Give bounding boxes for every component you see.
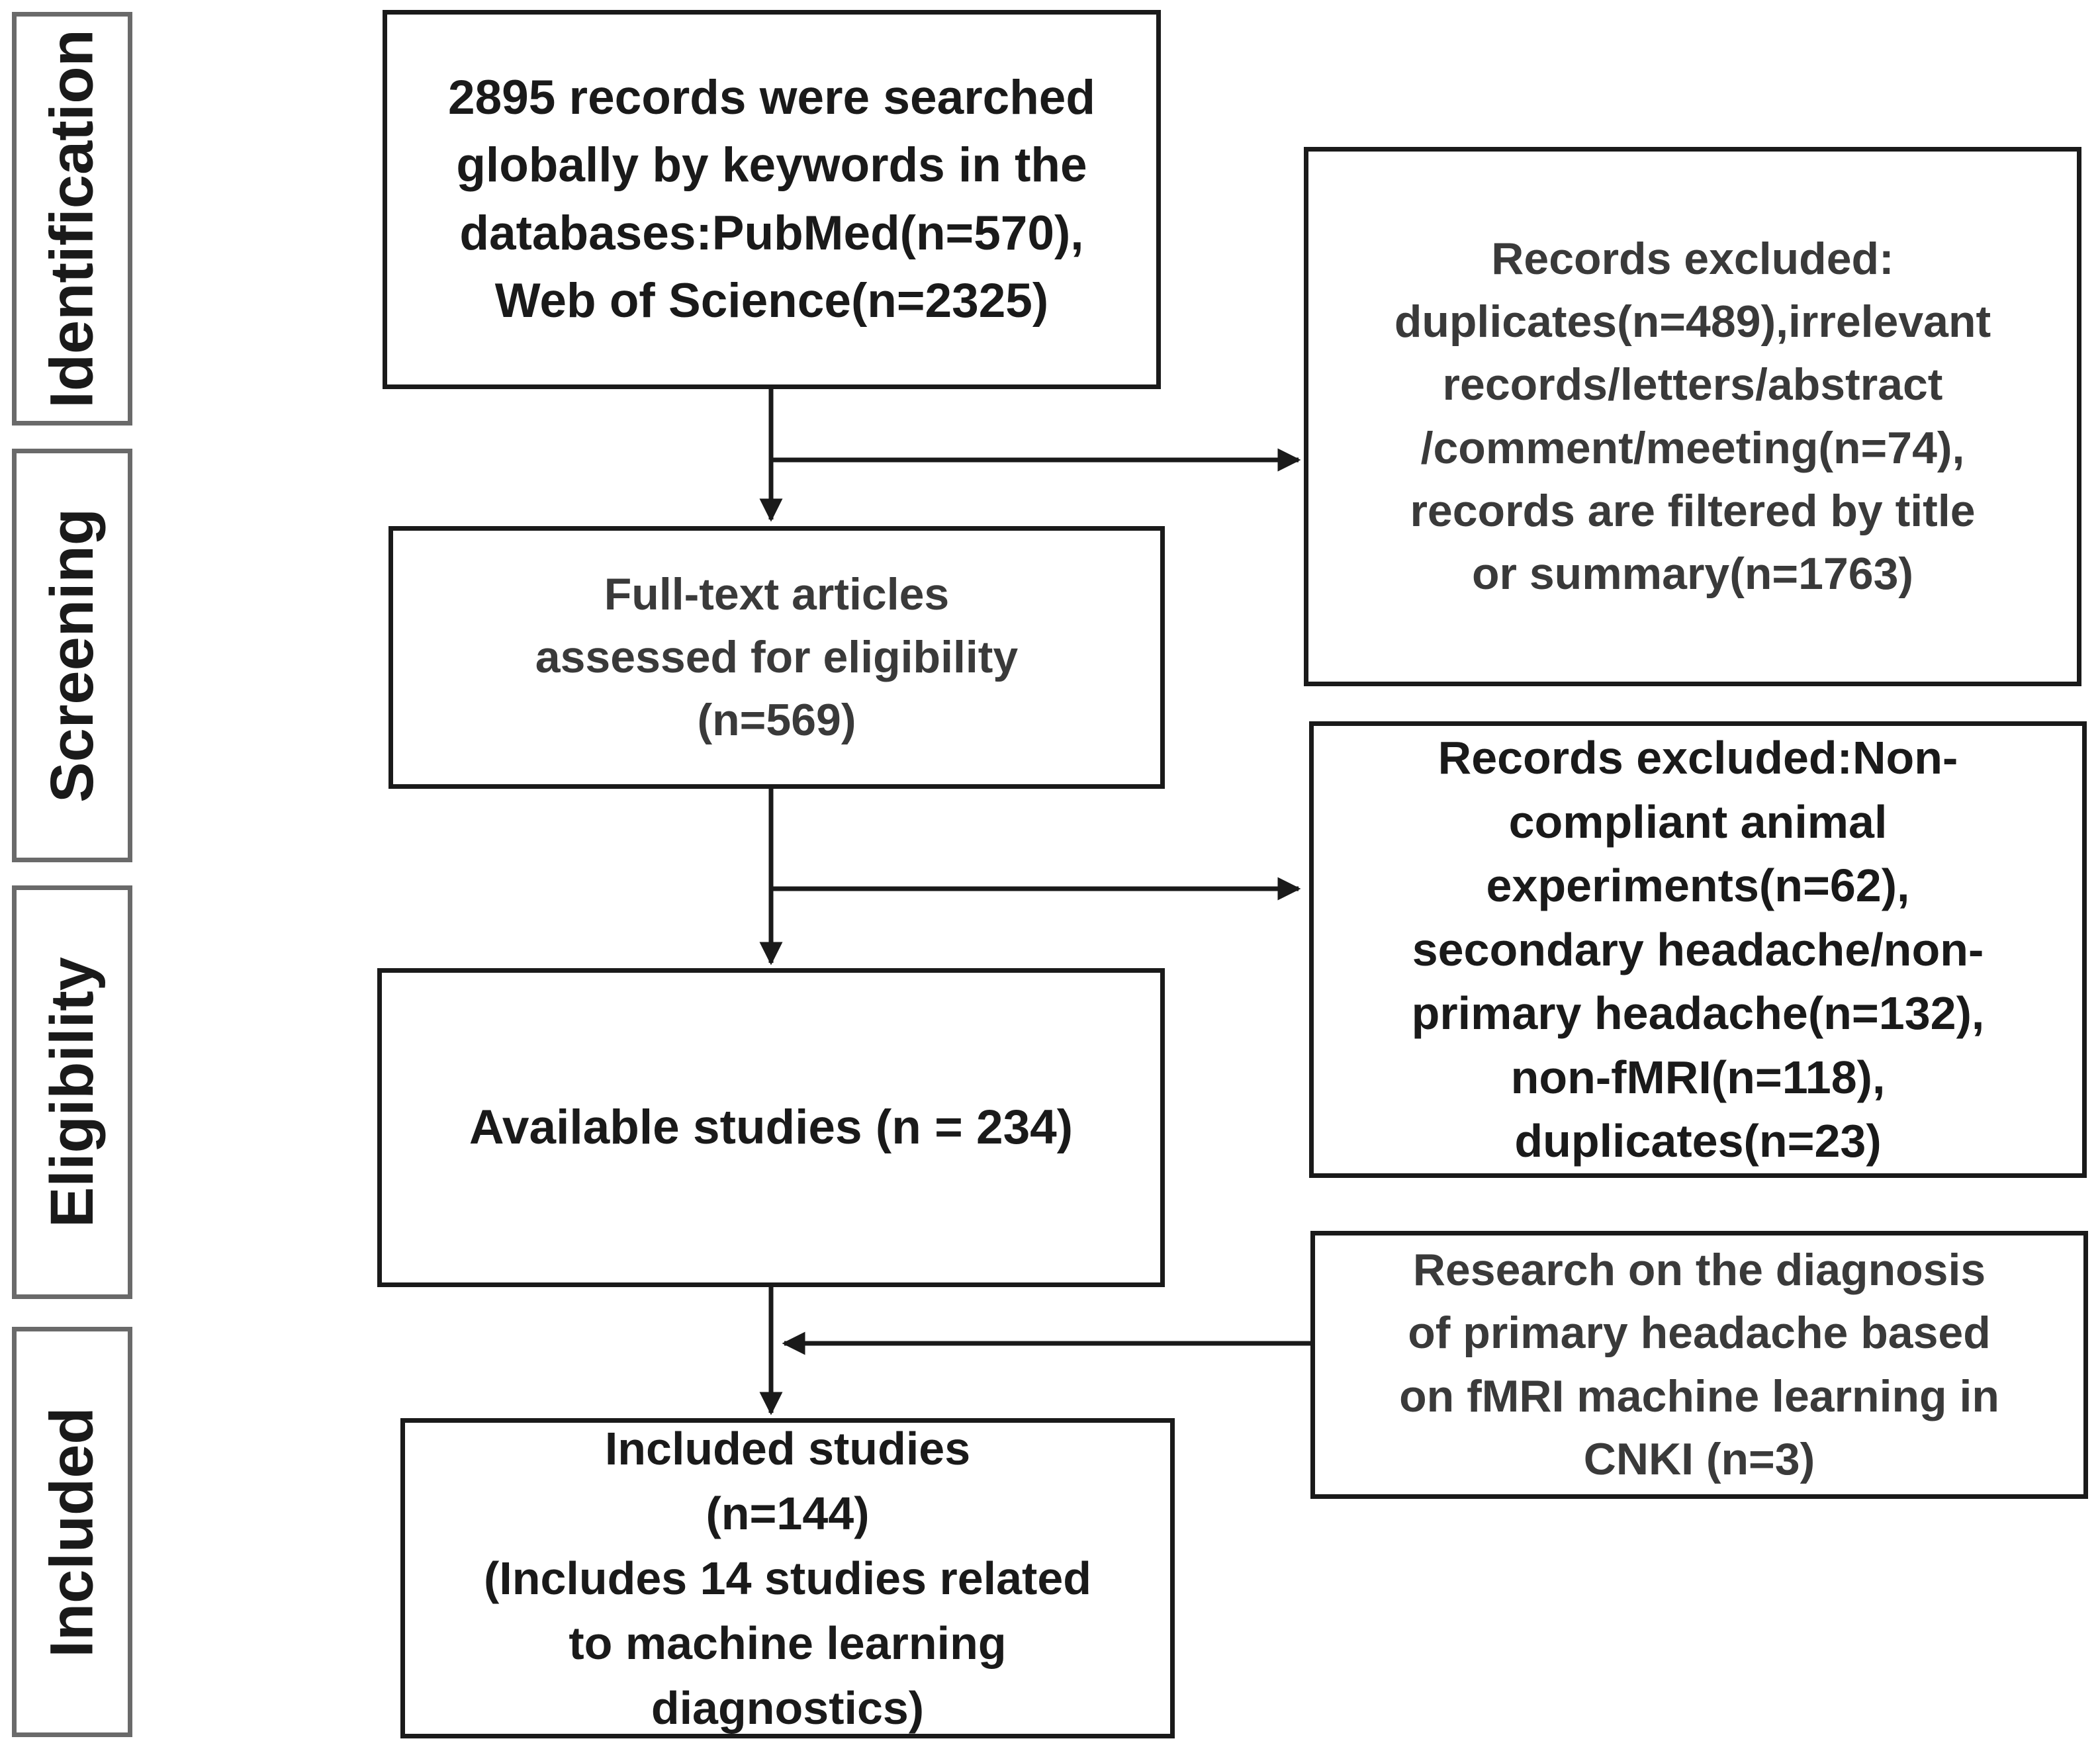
included-studies-text: Included studies (n=144) (Includes 14 st… xyxy=(483,1423,1092,1734)
available-studies-text: Available studies (n = 234) xyxy=(469,1100,1073,1154)
stage-label-identification: Identification xyxy=(12,12,132,426)
stage-label-screening: Screening xyxy=(12,449,132,862)
stage-label-included: Included xyxy=(12,1327,132,1737)
records-excluded-2-box: Records excluded:Non- compliant animal e… xyxy=(1309,721,2087,1178)
stage-label-eligibility: Eligibility xyxy=(12,885,132,1299)
cnki-research-text: Research on the diagnosis of primary hea… xyxy=(1399,1245,1999,1484)
cnki-research-box: Research on the diagnosis of primary hea… xyxy=(1310,1231,2088,1499)
records-searched-text: 2895 records were searched globally by k… xyxy=(447,71,1095,328)
records-excluded-1-text: Records excluded: duplicates(n=489),irre… xyxy=(1394,233,1991,599)
records-excluded-2-text: Records excluded:Non- compliant animal e… xyxy=(1411,731,1985,1167)
records-searched-box: 2895 records were searched globally by k… xyxy=(383,10,1161,389)
full-text-box: Full-text articles assessed for eligibil… xyxy=(388,526,1165,789)
included-studies-box: Included studies (n=144) (Includes 14 st… xyxy=(400,1418,1175,1738)
records-excluded-1-box: Records excluded: duplicates(n=489),irre… xyxy=(1304,147,2081,686)
full-text-text: Full-text articles assessed for eligibil… xyxy=(535,568,1019,746)
available-studies-box: Available studies (n = 234) xyxy=(377,968,1165,1287)
